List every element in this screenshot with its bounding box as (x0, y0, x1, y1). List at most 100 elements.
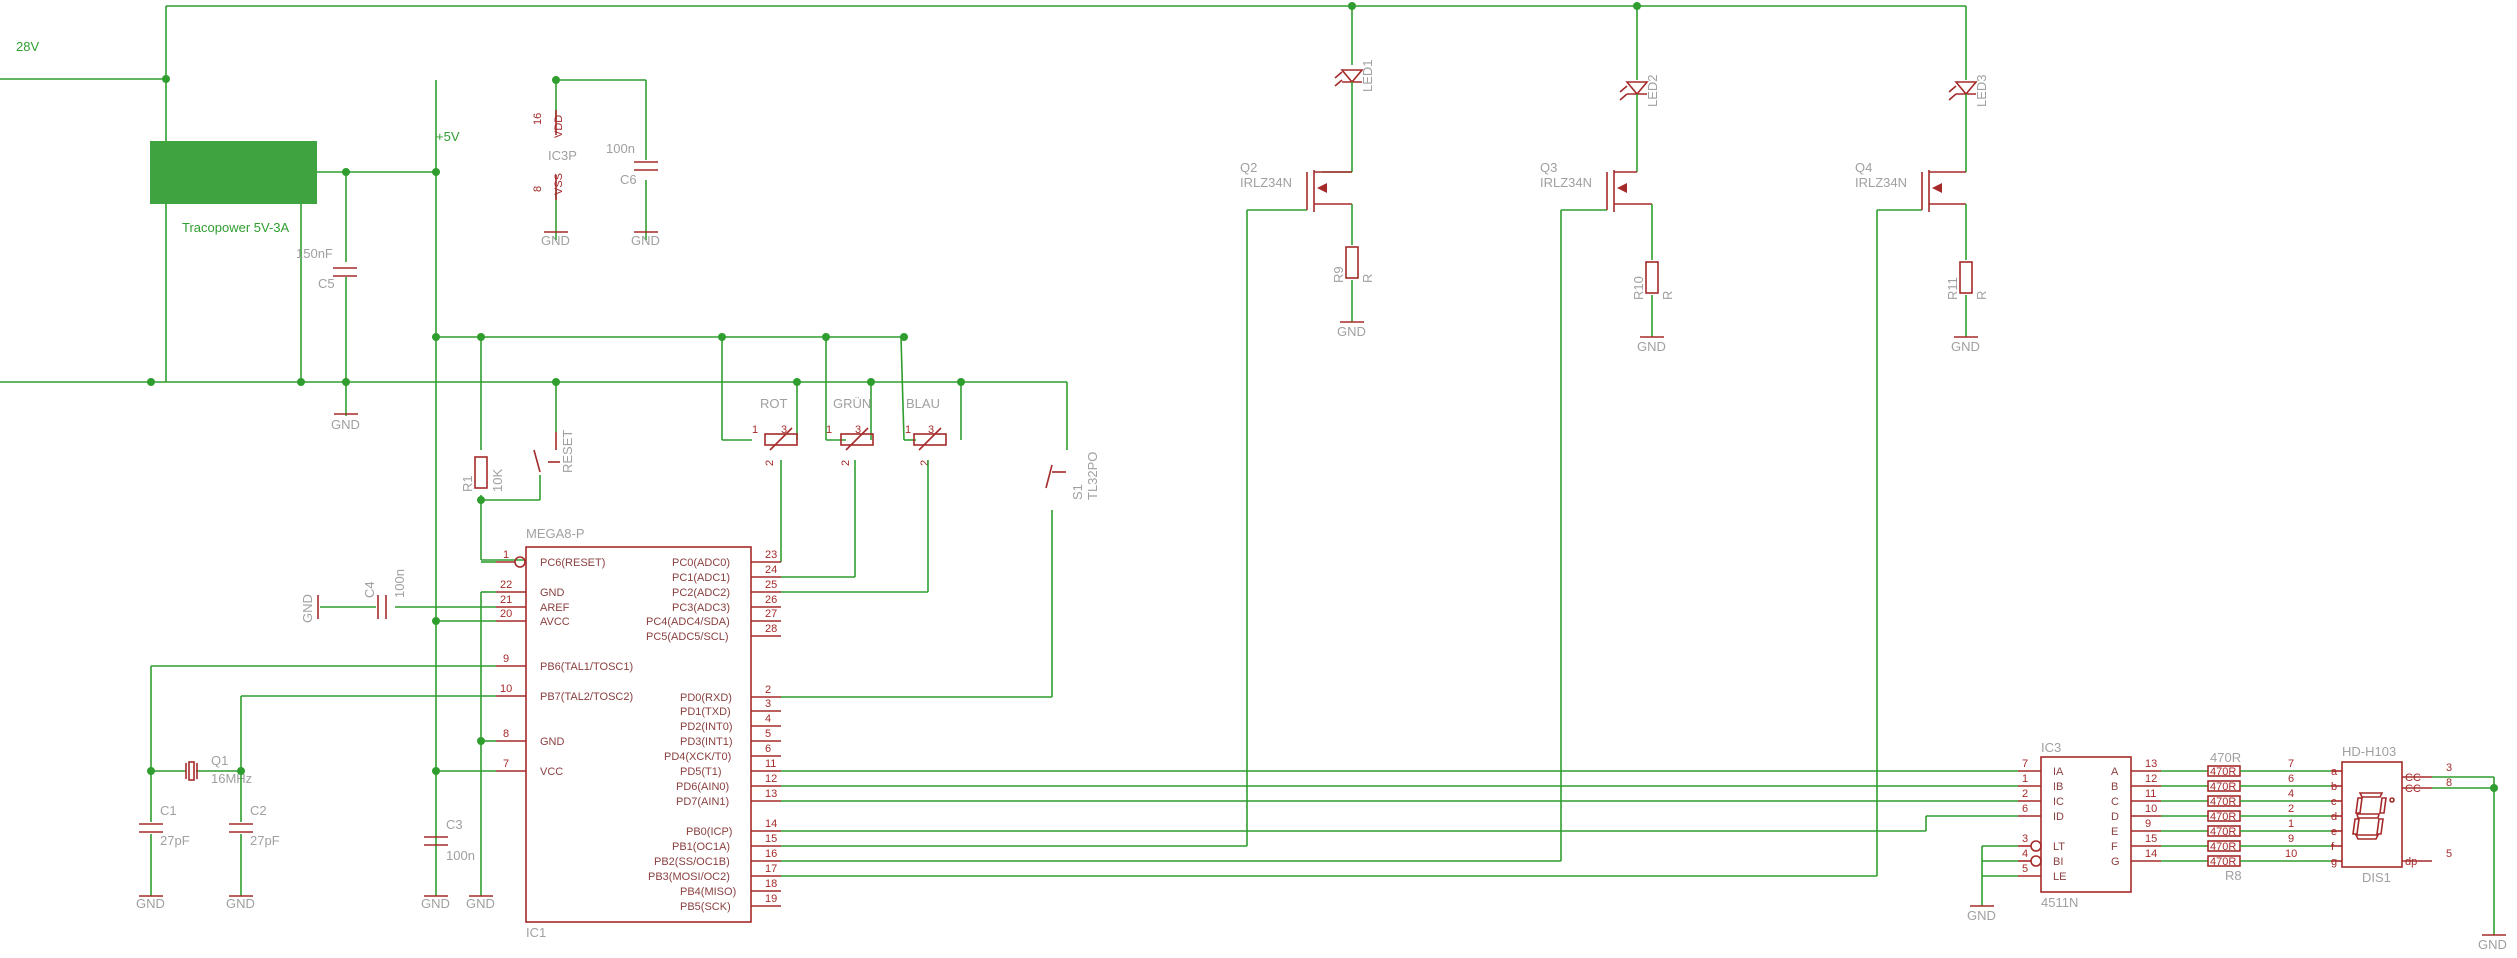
capacitor-c5: 150nF C5 GND (296, 246, 360, 432)
pot-rot-label: ROT (760, 396, 788, 411)
decoder-ic3: IC3 4511N 7 IA 1 IB 2 IC 6 ID 3 LT 4 BI … (1967, 740, 2161, 923)
mcu-pin-label: PC4(ADC4/SDA) (646, 616, 730, 628)
pot-rot-pin2: 2 (764, 460, 776, 466)
ic3p-name: IC3P (548, 148, 577, 163)
dec-out-label: B (2111, 781, 2118, 793)
mcu-pin-label: VCC (540, 766, 563, 778)
mcu-pin-label: PC6(RESET) (540, 557, 605, 569)
r1-name: R1 (460, 475, 475, 492)
mcu-pin-label: PB4(MISO) (680, 886, 736, 898)
r9-name: R9 (1331, 266, 1346, 283)
r8-value: 470R (2210, 750, 2241, 765)
mcu-pin-num: 13 (765, 788, 777, 800)
dec-in-num: 2 (2022, 788, 2028, 800)
gnd-mcu: GND (466, 896, 495, 911)
mcu-output-wiring (781, 209, 2018, 877)
capacitor-c6: 100n C6 GND (606, 141, 660, 248)
mcu-pin-label: PD5(T1) (680, 766, 722, 778)
led1-name: LED1 (1360, 59, 1375, 92)
gnd-c3: GND (421, 896, 450, 911)
c2-value: 27pF (250, 833, 280, 848)
dec-in-label: LT (2053, 841, 2065, 853)
mcu-pin-label: PB2(SS/OC1B) (654, 856, 730, 868)
pot-gruen-pin2: 2 (840, 460, 852, 466)
q2-name: Q2 (1240, 160, 1257, 175)
disp-pin: 6 (2288, 773, 2294, 785)
dec-in-num: 6 (2022, 803, 2028, 815)
disp-pin: 9 (2288, 833, 2294, 845)
disp-seg: g (2331, 856, 2337, 868)
pot-blau-pin2: 2 (919, 460, 931, 466)
decoder-body (2040, 756, 2132, 893)
crystal-value: 16MHz (211, 771, 252, 786)
pot-rot-pin3: 3 (781, 424, 787, 436)
mcu-pin-label: PC1(ADC1) (672, 572, 730, 584)
disp-seg: c (2331, 796, 2337, 808)
dec-out-num: 10 (2145, 803, 2157, 815)
dec-out-label: C (2111, 796, 2119, 808)
resistor-network-r8: 470R R8 470R 470R 470R 470R 470R 470R 47… (2161, 750, 2331, 883)
mcu-pin-label: PC5(ADC5/SCL) (646, 631, 729, 643)
mcu-pin-label: PC0(ADC0) (672, 557, 730, 569)
mcu-pin-num: 2 (765, 684, 771, 696)
reset-circuit: R1 10K RESET (460, 333, 575, 561)
net-28v: 28V (16, 39, 39, 54)
c2-name: C2 (250, 803, 267, 818)
disp-seg: a (2331, 766, 2338, 778)
r10-name: R10 (1631, 276, 1646, 300)
s1-name: S1 (1070, 484, 1085, 500)
dec-in-num: 5 (2022, 863, 2028, 875)
pot-gruen-pin1: 1 (826, 424, 832, 436)
mcu-pin-num: 20 (500, 608, 512, 620)
s1-value: TL32PO (1085, 452, 1100, 500)
gnd-c2: GND (226, 896, 255, 911)
q4-name: Q4 (1855, 160, 1872, 175)
dec-in-label: LE (2053, 871, 2066, 883)
c3-name: C3 (446, 817, 463, 832)
disp-seg: b (2331, 781, 2337, 793)
decoder-name: IC3 (2041, 740, 2061, 755)
mcu-pin-num: 8 (503, 728, 509, 740)
display-body (2341, 761, 2403, 868)
gnd-r9: GND (1337, 324, 1366, 339)
r8-name: R8 (2225, 868, 2242, 883)
mcu-pin-num: 9 (503, 653, 509, 665)
mcu-pin-label: PD0(RXD) (680, 692, 732, 704)
digit-8-icon (2352, 792, 2395, 840)
r8-cell: 470R (2210, 781, 2236, 793)
dec-out-label: A (2111, 766, 2119, 778)
ic3p-vss: VSS (553, 173, 565, 195)
gnd-c5: GND (331, 417, 360, 432)
potentiometers: ROT 1 3 2 GRÜN 1 3 2 BLAU 1 3 2 (718, 333, 965, 593)
gnd-decoder: GND (1967, 908, 1996, 923)
mcu-pin-label: PC2(ADC2) (672, 587, 730, 599)
q3-type: IRLZ34N (1540, 175, 1592, 190)
dec-out-label: G (2111, 856, 2120, 868)
mcu-pin-num: 25 (765, 579, 777, 591)
dec-in-num: 1 (2022, 773, 2028, 785)
disp-seg: d (2331, 811, 2337, 823)
microcontroller-ic1: MEGA8-P IC1 1 PC6(RESET) 22 GND 21 AREF … (496, 526, 781, 940)
disp-pin: 4 (2288, 788, 2294, 800)
mcu-pin-num: 24 (765, 564, 777, 576)
disp-seg: e (2331, 826, 2337, 838)
led-stage-2: LED2 Q3 IRLZ34N R10 R GND (1540, 6, 1675, 354)
mcu-pin-num: 27 (765, 608, 777, 620)
c4-value: 100n (392, 569, 407, 598)
display-name: HD-H103 (2342, 744, 2396, 759)
r8-cell: 470R (2210, 841, 2236, 853)
disp-pin: 1 (2288, 818, 2294, 830)
mcu-pin-num: 14 (765, 818, 777, 830)
mcu-pin-label: PD1(TXD) (680, 706, 731, 718)
power-rails: 28V +5V (0, 2, 1966, 896)
dec-in-label: BI (2053, 856, 2063, 868)
disp-pin: 10 (2285, 848, 2297, 860)
c5-value: 150nF (296, 246, 333, 261)
mcu-pin-label: PB6(TAL1/TOSC1) (540, 661, 633, 673)
c1-value: 27pF (160, 833, 190, 848)
mcu-left-wiring: GND C4 100n (150, 561, 496, 896)
r9-value: R (1360, 274, 1375, 283)
r1-value: 10K (490, 469, 505, 492)
capacitor-c3: C3 100n GND GND (421, 817, 495, 911)
